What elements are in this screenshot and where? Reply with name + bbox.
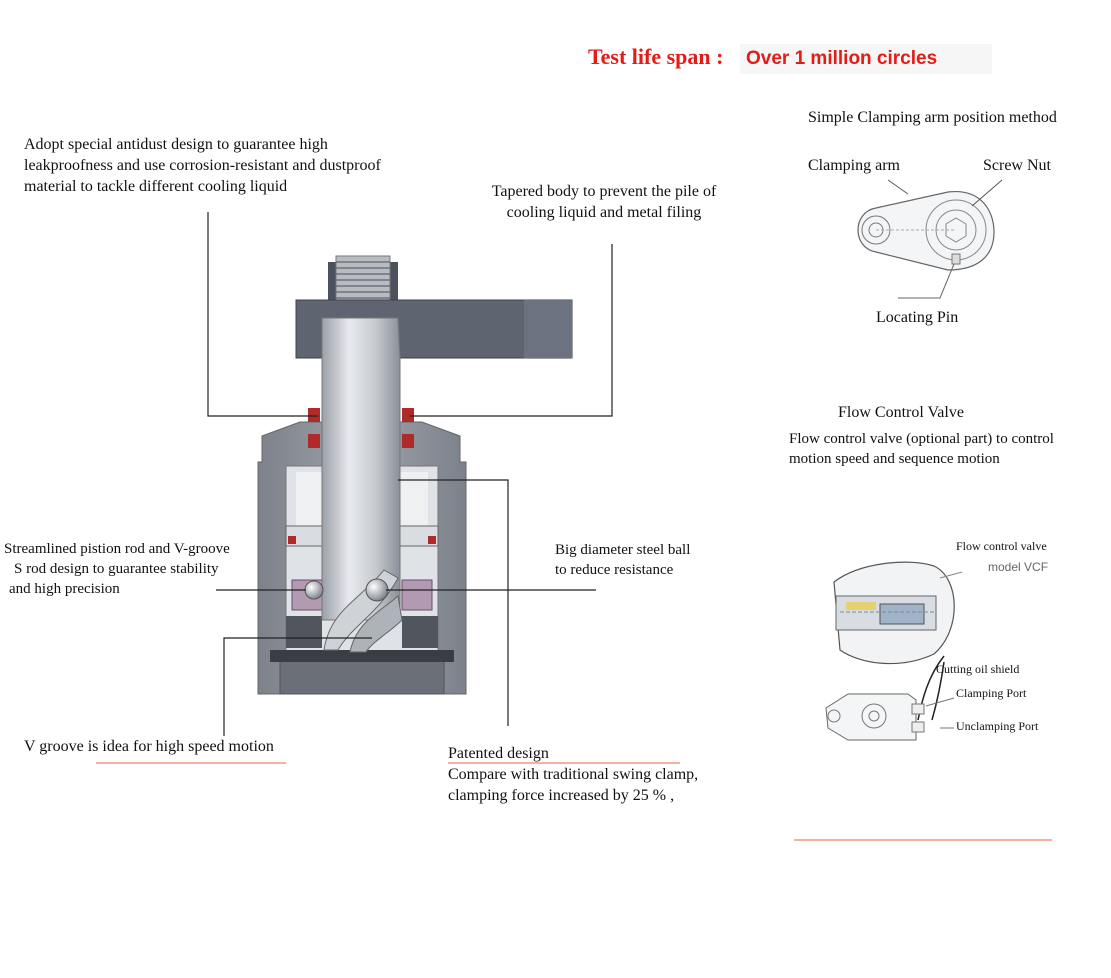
antidust-line: material to tackle different cooling liq… (24, 178, 288, 195)
flow-control-line: motion speed and sequence motion (789, 451, 1000, 467)
antidust-callout: Adopt special antidust design to guarant… (24, 134, 381, 197)
tapered-callout: Tapered body to prevent the pile of cool… (470, 181, 738, 223)
tapered-line: cooling liquid and metal filing (506, 204, 702, 221)
steel-ball-right (365, 578, 389, 602)
v-groove-callout: V groove is idea for high speed motion (24, 738, 274, 755)
model-label: model VCF (988, 560, 1049, 574)
unclamping-port-label: Unclamping Port (956, 719, 1039, 733)
cutting-oil-shield-label: Cutting oil shield (936, 662, 1020, 676)
streamlined-callout: Streamlined pistion rod and V-groove S r… (4, 539, 230, 599)
streamlined-line: and high precision (9, 581, 120, 597)
patented-line: Compare with traditional swing clamp, (448, 766, 699, 783)
antidust-line: leakproofness and use corrosion-resistan… (24, 157, 381, 174)
clamping-arm-label: Clamping arm (808, 157, 900, 174)
flow-control-title: Flow Control Valve (838, 404, 964, 421)
tapered-line: Tapered body to prevent the pile of (491, 183, 717, 200)
steel-ball-left (304, 580, 324, 600)
clamping-method-title: Simple Clamping arm position method (808, 109, 1057, 126)
locating-pin-label: Locating Pin (876, 309, 959, 326)
flow-valve-diagram (825, 561, 963, 741)
test-life-label: Test life span : (588, 44, 724, 69)
steel-ball-callout: Big diameter steel ball to reduce resist… (555, 540, 690, 580)
piston-rod (321, 317, 403, 653)
clamping-port-label: Clamping Port (956, 686, 1027, 700)
guide-blocks (286, 579, 438, 648)
patented-title: Patented design (448, 745, 549, 762)
streamlined-line: Streamlined pistion rod and V-groove (4, 541, 230, 557)
patented-line: clamping force increased by 25 % , (448, 787, 675, 804)
steel-ball-line: to reduce resistance (555, 562, 674, 578)
header-highlight (740, 44, 992, 74)
arm-position-diagram (857, 179, 1003, 299)
patented-callout: Patented design Compare with traditional… (448, 743, 698, 806)
screw-nut-label: Screw Nut (983, 157, 1051, 174)
streamlined-line: S rod design to guarantee stability (14, 561, 219, 577)
steel-ball-line: Big diameter steel ball (555, 542, 691, 558)
flow-control-line: Flow control valve (optional part) to co… (789, 431, 1054, 447)
antidust-line: Adopt special antidust design to guarant… (24, 136, 328, 153)
flow-valve-label: Flow control valve (956, 539, 1047, 553)
leader-lines (207, 212, 613, 736)
flow-control-description: Flow control valve (optional part) to co… (789, 429, 1054, 469)
seals (308, 408, 414, 448)
test-life-value: Over 1 million circles (746, 48, 938, 69)
